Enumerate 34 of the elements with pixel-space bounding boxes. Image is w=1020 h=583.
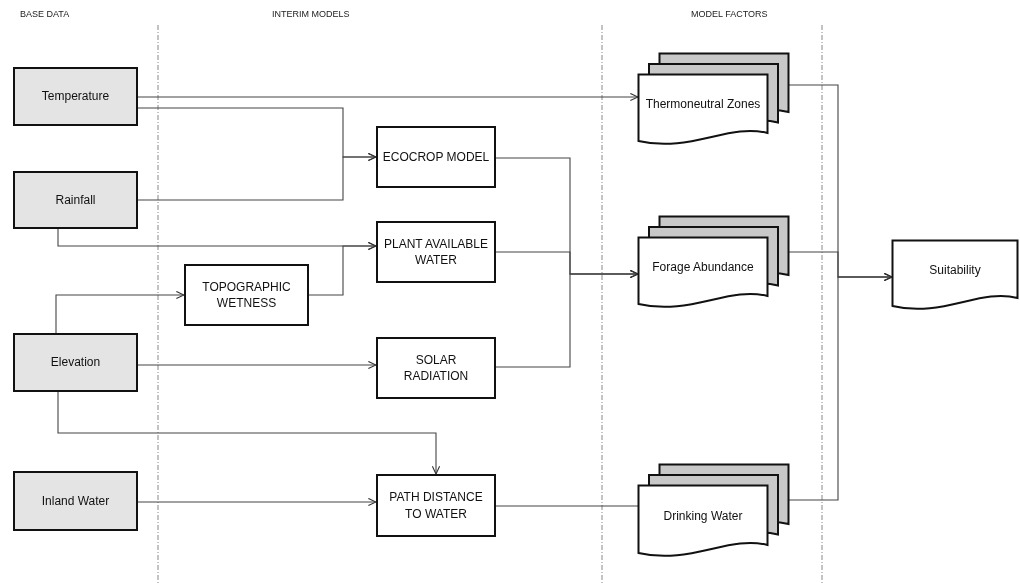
arrow — [137, 152, 377, 201]
arrow — [137, 92, 639, 102]
node-label: PLANT AVAILABLE WATER — [382, 235, 490, 269]
node-label: Drinking Water — [662, 507, 744, 525]
process-box — [376, 474, 496, 537]
process-box — [376, 221, 496, 283]
arrow — [137, 360, 377, 370]
data-box — [13, 67, 138, 126]
arrow — [55, 290, 185, 334]
node-label: Inland Water — [40, 492, 111, 510]
data-box — [13, 333, 138, 392]
node-label: Rainfall — [54, 191, 97, 209]
node-label: Elevation — [49, 354, 102, 371]
arrow — [495, 269, 639, 368]
data-box — [13, 171, 138, 229]
node-label: SOLAR RADIATION — [402, 351, 470, 385]
data-box — [13, 471, 138, 531]
node-label: Temperature — [40, 88, 111, 105]
node-label: Thermoneutral Zones — [644, 96, 762, 113]
process-box — [184, 264, 309, 326]
arrow — [57, 391, 441, 475]
arrow — [308, 241, 377, 296]
column-heading: INTERIM MODELS — [272, 9, 350, 19]
column-heading: MODEL FACTORS — [691, 9, 768, 19]
process-box — [376, 126, 496, 188]
column-heading: BASE DATA — [20, 9, 70, 19]
arrow — [788, 272, 893, 501]
node-label: Forage Abundance — [651, 259, 755, 276]
node-label: ECOCROP MODEL — [381, 148, 491, 166]
arrow — [137, 497, 377, 507]
node-label: PATH DISTANCE TO WATER — [388, 489, 484, 522]
process-box — [376, 337, 496, 399]
node-label: Suitability — [928, 261, 982, 279]
node-label: TOPOGRAPHIC WETNESS — [201, 278, 292, 312]
